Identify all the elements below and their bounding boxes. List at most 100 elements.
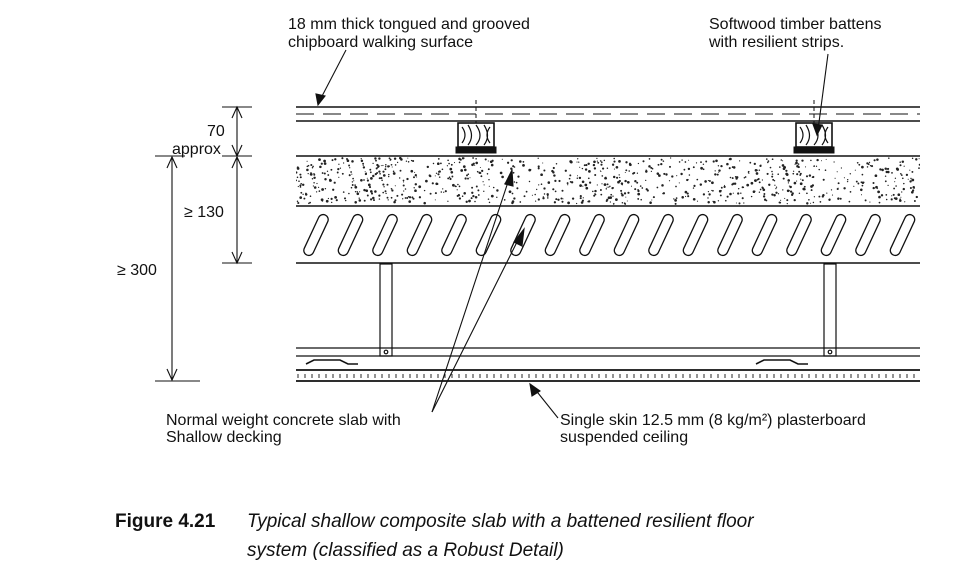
concrete-speckle (299, 173, 302, 176)
concrete-speckle (674, 202, 677, 205)
concrete-speckle (366, 177, 368, 179)
concrete-speckle (517, 175, 520, 178)
chipboard-layer (296, 100, 920, 124)
concrete-speckle (673, 198, 675, 200)
concrete-speckle (870, 165, 874, 168)
concrete-speckle (350, 186, 353, 189)
concrete-speckle (365, 189, 369, 193)
concrete-speckle (774, 184, 776, 186)
concrete-speckle (818, 195, 821, 198)
concrete-speckle (615, 198, 618, 201)
concrete-speckle (918, 163, 920, 166)
concrete-speckle (309, 173, 313, 176)
concrete-speckle (894, 197, 898, 200)
concrete-speckle (702, 168, 705, 171)
concrete-speckle (369, 171, 372, 174)
concrete-speckle (557, 198, 560, 201)
concrete-speckle (538, 184, 540, 186)
concrete-speckle (388, 173, 390, 176)
concrete-speckle (686, 192, 689, 195)
concrete-speckle (910, 177, 912, 180)
concrete-speckle (343, 197, 347, 200)
concrete-speckle (370, 198, 373, 201)
concrete-speckle (795, 159, 798, 162)
concrete-speckle (512, 171, 515, 174)
concrete-speckle (297, 185, 299, 188)
concrete-speckle (625, 161, 628, 164)
concrete-speckle (501, 175, 504, 179)
concrete-speckle (731, 177, 734, 180)
concrete-speckle (341, 157, 344, 160)
concrete-speckle (766, 172, 769, 175)
concrete-speckle (510, 159, 513, 162)
concrete-speckle (786, 189, 790, 193)
concrete-speckle (743, 202, 745, 204)
concrete-speckle (471, 191, 474, 194)
concrete-speckle (552, 171, 555, 174)
concrete-speckle (413, 187, 415, 189)
concrete-speckle (675, 197, 678, 199)
concrete-speckle (543, 169, 546, 172)
concrete-speckle (471, 186, 474, 189)
concrete-speckle (692, 166, 695, 169)
decking-rib (717, 213, 743, 257)
concrete-speckle (718, 169, 721, 172)
concrete-speckle (546, 193, 549, 196)
concrete-speckle (603, 159, 606, 162)
concrete-speckle (896, 168, 900, 171)
concrete-speckle (609, 185, 611, 188)
concrete-speckle (878, 201, 881, 204)
concrete-speckle (758, 181, 761, 184)
concrete-speckle (391, 166, 393, 168)
concrete-speckle (403, 181, 405, 183)
concrete-speckle (386, 183, 389, 186)
concrete-speckle (877, 188, 879, 190)
concrete-speckle (637, 189, 640, 193)
concrete-speckle (306, 165, 309, 168)
concrete-speckle (855, 180, 858, 183)
concrete-speckle (467, 177, 469, 180)
concrete-speckle (461, 195, 464, 197)
concrete-speckle (640, 198, 642, 201)
concrete-speckle (581, 199, 584, 202)
concrete-speckle (320, 162, 323, 165)
concrete-speckle (587, 162, 590, 166)
concrete-speckle (381, 179, 383, 182)
concrete-speckle (448, 162, 450, 165)
concrete-speckle (367, 183, 371, 187)
concrete-speckle (789, 190, 793, 193)
concrete-speckle (606, 186, 608, 188)
concrete-speckle (899, 164, 902, 167)
concrete-speckle (362, 162, 365, 165)
concrete-speckle (330, 197, 333, 200)
concrete-speckle (594, 193, 596, 195)
concrete-speckle (894, 177, 897, 179)
concrete-speckle (580, 201, 584, 204)
concrete-speckle (384, 168, 387, 171)
concrete-speckle (511, 192, 514, 195)
concrete-speckle (660, 162, 663, 166)
concrete-speckle (354, 185, 358, 189)
concrete-speckle (696, 178, 699, 181)
concrete-speckle (552, 166, 555, 170)
concrete-speckle (569, 174, 572, 177)
concrete-speckle (737, 192, 740, 195)
concrete-speckle (762, 188, 766, 192)
concrete-speckle (449, 177, 452, 181)
concrete-speckle (330, 201, 333, 204)
concrete-speckle (759, 188, 762, 191)
concrete-speckle (796, 165, 799, 168)
concrete-speckle (372, 162, 374, 165)
concrete-speckle (805, 175, 809, 178)
concrete-speckle (356, 190, 358, 193)
concrete-speckle (488, 201, 491, 204)
concrete-speckle (761, 179, 764, 181)
label-ceiling-line1: Single skin 12.5 mm (8 kg/m²) plasterboa… (560, 412, 866, 429)
concrete-speckle (596, 184, 598, 186)
concrete-speckle (438, 176, 441, 178)
concrete-speckle (788, 185, 790, 187)
concrete-speckle (758, 169, 761, 171)
concrete-speckle (334, 196, 337, 199)
concrete-speckle (743, 176, 746, 179)
concrete-speckle (801, 179, 804, 182)
